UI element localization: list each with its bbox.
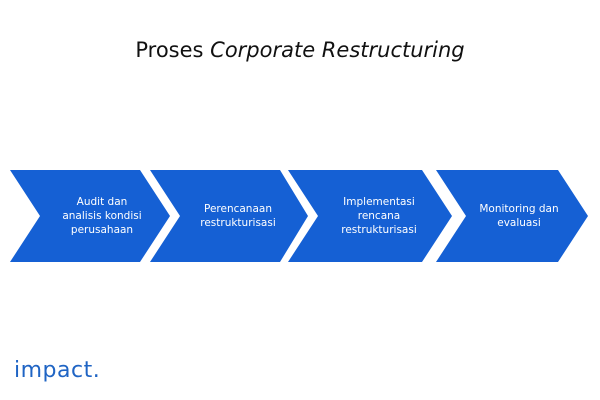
step-2-arrow: [150, 170, 308, 262]
step-2-label: Perencanaan restrukturisasi: [200, 203, 276, 229]
step-4-arrow: [436, 170, 588, 262]
title-emphasis: Corporate Restructuring: [210, 38, 465, 62]
impact-logo: impact.: [14, 358, 101, 383]
diagram-title: Proses Corporate Restructuring: [0, 38, 600, 62]
title-prefix: Proses: [135, 38, 211, 62]
step-4-label: Monitoring dan evaluasi: [479, 203, 559, 229]
step-1-arrow: [10, 170, 170, 262]
step-3-arrow: [288, 170, 452, 262]
step-1-label: Audit dan analisis kondisi perusahaan: [62, 196, 142, 236]
step-3-label: Implementasi rencana restrukturisasi: [341, 196, 417, 236]
